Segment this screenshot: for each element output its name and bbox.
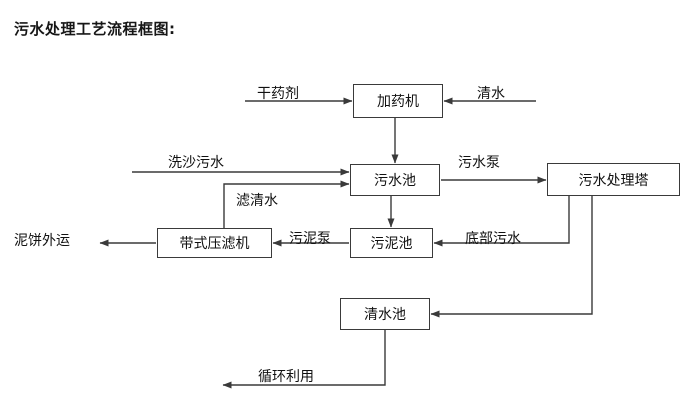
edge-clear-water-pool-to-recycle-reuse [222,330,386,389]
edge-label-recycle-reuse: 循环利用 [258,369,314,385]
node-label: 污泥池 [370,236,413,252]
node-dosing-machine[interactable]: 加药机 [353,84,443,118]
edge-belt-filter-press-to-wastewater-pool [223,180,350,228]
node-treatment-tower[interactable]: 污水处理塔 [547,163,680,196]
edge-label-wastewater-pump: 污水泵 [458,155,500,171]
node-wastewater-pool[interactable]: 污水池 [350,164,440,196]
edge-label-sludge-pump: 污泥泵 [289,231,331,247]
node-clear-water-pool[interactable]: 清水池 [340,298,430,330]
node-label: 清水池 [364,307,406,323]
page-title: 污水处理工艺流程框图: [14,20,176,38]
edge-label-bottom-wastewater: 底部污水 [465,231,521,247]
terminal-clean-water: 清水 [477,86,505,102]
node-label: 加药机 [377,94,419,110]
edge-treatment-tower-to-sludge-pool [433,196,570,247]
edge-treatment-tower-to-clear-water-pool [430,196,593,318]
node-label: 污水池 [374,173,416,189]
node-sludge-pool[interactable]: 污泥池 [350,228,433,258]
edge-label-filtered-clear-water: 滤清水 [236,193,278,209]
terminal-dry-chemical: 干药剂 [257,86,299,102]
terminal-sand-wash-water: 洗沙污水 [168,155,224,171]
node-belt-filter-press[interactable]: 带式压滤机 [157,228,272,258]
node-label: 污水处理塔 [578,172,649,189]
node-label: 带式压滤机 [179,236,250,252]
terminal-mud-cake-out: 泥饼外运 [14,233,70,249]
